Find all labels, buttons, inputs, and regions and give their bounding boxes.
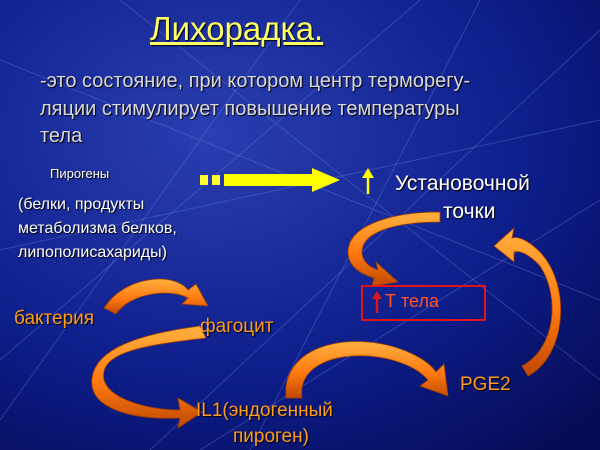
pyrogens-detail-line-2: метаболизма белков,: [18, 220, 177, 237]
pyrogens-label: Пирогены: [50, 166, 110, 181]
definition-line-1: -это состояние, при котором центр термор…: [40, 70, 471, 92]
pyrogens-detail-line-3: липополисахариды): [18, 244, 167, 261]
arrow-pge2-to-setpoint: [493, 226, 562, 377]
increase-arrow-icon: [372, 291, 382, 313]
arrow-phagocyte-to-il1: [91, 325, 207, 429]
slide-title: Лихорадка.: [150, 10, 324, 47]
node-phagocyte: фагоцит: [200, 316, 274, 337]
arrow-setpoint-to-body-temp: [347, 211, 441, 287]
node-pge2: PGE2: [460, 374, 511, 395]
arrow-bacteria-to-phagocyte: [103, 278, 209, 315]
increase-arrow-icon: [362, 168, 374, 194]
body-temperature-box: Т тела: [361, 285, 486, 321]
node-il1-line-2: пироген): [233, 426, 309, 447]
body-temperature-label: Т тела: [385, 291, 439, 311]
definition-line-2: ляции стимулирует повышение температуры: [40, 98, 460, 120]
node-bacteria: бактерия: [14, 308, 95, 329]
definition-line-3: тела: [40, 125, 83, 147]
arrow-il1-to-pge2: [285, 341, 449, 399]
pyrogens-detail-line-1: (белки, продукты: [18, 196, 145, 213]
setpoint-label-line-1: Установочной: [395, 172, 530, 195]
setpoint-label-line-2: точки: [443, 200, 496, 223]
pyrogen-arrow: [200, 168, 340, 192]
node-il1-line-1: IL1(эндогенный: [196, 400, 333, 421]
